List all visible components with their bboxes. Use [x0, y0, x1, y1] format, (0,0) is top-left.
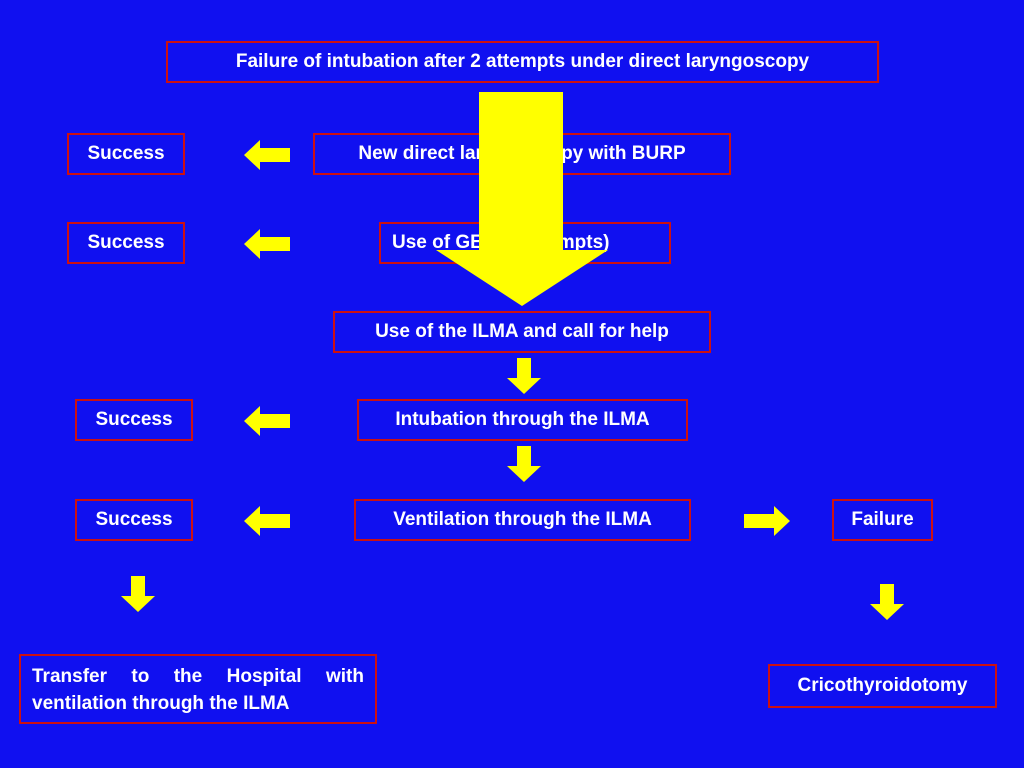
left-arrow-icon	[244, 506, 290, 536]
down-arrow-icon	[507, 358, 541, 394]
left-arrow-icon	[244, 229, 290, 259]
cricothyroidotomy-node: Cricothyroidotomy	[768, 664, 997, 708]
start-node: Failure of intubation after 2 attempts u…	[166, 41, 879, 83]
success-node-3: Success	[75, 399, 193, 441]
ventilation-node: Ventilation through the ILMA	[354, 499, 691, 541]
success-node-1: Success	[67, 133, 185, 175]
transfer-node: Transfer to the Hospital with ventilatio…	[19, 654, 377, 724]
down-arrow-icon	[121, 576, 155, 612]
success-node-4: Success	[75, 499, 193, 541]
down-arrow-icon	[870, 584, 904, 620]
down-arrow-icon	[507, 446, 541, 482]
big-down-arrow-icon	[436, 92, 608, 306]
success-node-2: Success	[67, 222, 185, 264]
right-arrow-icon	[744, 506, 790, 536]
failure-node: Failure	[832, 499, 933, 541]
left-arrow-icon	[244, 140, 290, 170]
left-arrow-icon	[244, 406, 290, 436]
ilma-node: Use of the ILMA and call for help	[333, 311, 711, 353]
intubation-node: Intubation through the ILMA	[357, 399, 688, 441]
